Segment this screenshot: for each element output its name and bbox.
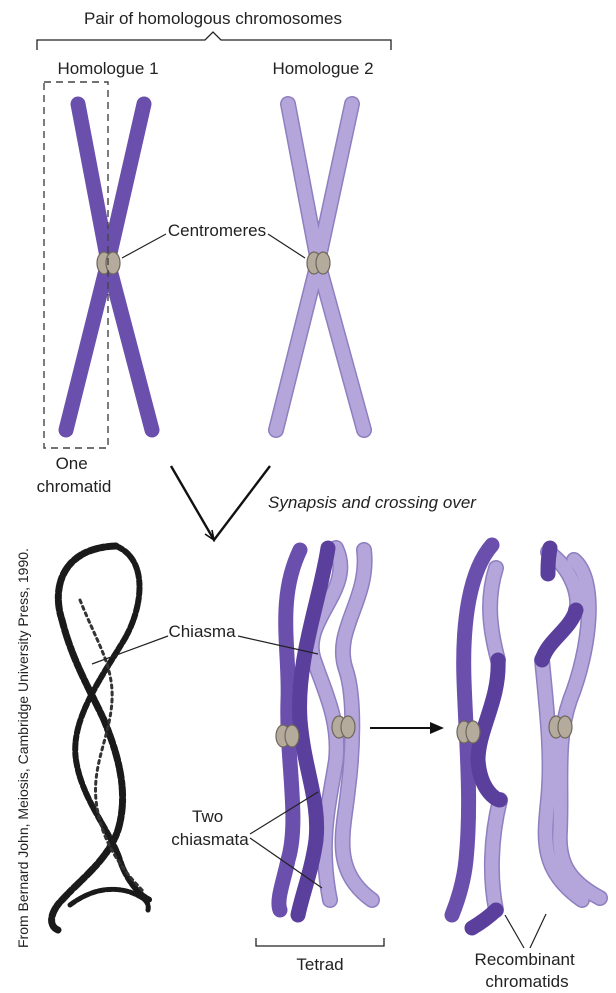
tetrad-label: Tetrad [296, 955, 343, 974]
process-label: Synapsis and crossing over [268, 493, 477, 512]
tetrad-bracket [256, 938, 384, 946]
chiasma-leader-1 [92, 636, 168, 664]
recombinant-dark [478, 660, 500, 800]
homologue-2 [276, 104, 364, 430]
centromere [558, 716, 572, 738]
two-chiasmata-line-1: Two [192, 807, 223, 826]
diagram-title: Pair of homologous chromosomes [84, 9, 342, 28]
centromere [316, 252, 330, 274]
one-chromatid-label: One chromatid [37, 454, 112, 496]
recombinant-dark [472, 910, 496, 928]
centromeres-leader-1 [122, 234, 166, 258]
tetrad [276, 548, 372, 915]
centromeres-leader-2 [268, 234, 305, 258]
two-chiasmata-leader-1 [250, 792, 318, 834]
recombinant-chromatids-label: Recombinant chromatids [475, 950, 580, 991]
recombinant-dark [542, 610, 576, 660]
homologue-2-label: Homologue 2 [272, 59, 373, 78]
two-chiasmata-line-2: chiasmata [171, 830, 249, 849]
image-credit: From Bernard John, Meiosis, Cambridge Un… [15, 548, 31, 948]
recombinant-leader-1 [505, 915, 524, 948]
two-chiasmata-label: Two chiasmata [171, 807, 249, 849]
one-chromatid-line-1: One [56, 454, 88, 473]
recombinant-set [452, 545, 600, 928]
centromere [341, 716, 355, 738]
micrograph [52, 546, 150, 930]
micrograph-strand [52, 546, 123, 930]
centromere [285, 725, 299, 747]
recombinant-dark [548, 548, 550, 574]
recombinant-leader-2 [530, 914, 546, 948]
homologue-1-label: Homologue 1 [57, 59, 158, 78]
right-arrow-head [430, 722, 444, 734]
title-bracket [37, 32, 391, 50]
one-chromatid-line-2: chromatid [37, 477, 112, 496]
recombinant-line-1: Recombinant [475, 950, 575, 969]
chiasma-label: Chiasma [168, 622, 236, 641]
centromeres-label: Centromeres [168, 221, 266, 240]
micrograph-strand [70, 889, 148, 910]
homologue-1 [66, 104, 152, 430]
centromere [466, 721, 480, 743]
down-arrow [171, 466, 270, 540]
micrograph-strand [75, 546, 150, 900]
recombinant-line-2: chromatids [485, 972, 568, 991]
